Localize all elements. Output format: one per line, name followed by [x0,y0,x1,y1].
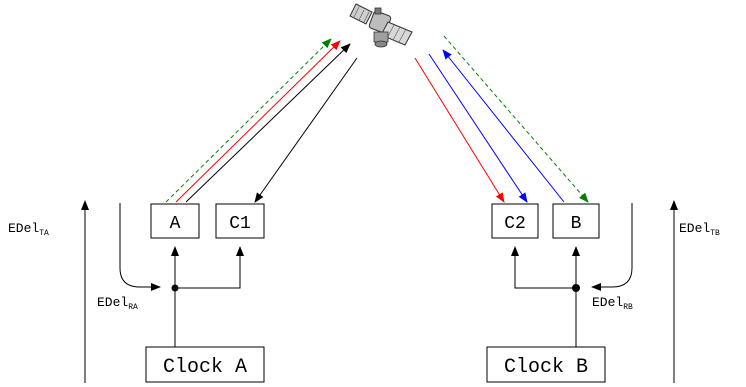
box-a-label: A [170,214,181,234]
label-edel-ra-base: EDel [97,295,128,310]
label-edel-tb-sub: TB [710,229,720,238]
delay-rb-arc [591,203,633,291]
label-edel-rb: EDelRB [592,295,633,312]
link-a-uplink-green [165,38,332,203]
label-edel-rb-base: EDel [592,295,623,310]
wire-to-c1 [175,246,244,289]
link-b-uplink-blue [442,49,565,203]
satellite-icon [349,3,413,48]
label-edel-ta: EDelTA [8,221,49,238]
box-a: A [150,203,200,239]
box-c1: C1 [215,203,265,239]
wire-to-c2 [511,246,576,289]
label-edel-ta-base: EDel [8,221,39,236]
box-b: B [552,203,600,239]
label-edel-ra-sub: RA [128,303,138,312]
label-edel-tb: EDelTB [679,221,720,238]
box-c2-label: C2 [504,214,526,234]
label-edel-tb-base: EDel [679,221,710,236]
box-clock-a-label: Clock A [163,356,247,379]
label-edel-ra: EDelRA [97,295,138,312]
link-b-downlink-green [443,35,589,203]
box-c2: C2 [491,203,539,239]
junction-a [171,284,179,292]
label-edel-rb-sub: RB [623,303,633,312]
delay-ra-arc [119,203,161,291]
junction-b [572,284,580,292]
link-c1-downlink [254,57,358,203]
box-c1-label: C1 [229,214,251,234]
box-clock-b: Clock B [486,346,606,383]
link-a-uplink-red [175,40,341,203]
label-edel-ta-sub: TA [39,229,49,238]
box-clock-b-label: Clock B [504,356,588,379]
box-clock-a: Clock A [145,346,265,383]
link-a-uplink-black [185,43,351,203]
box-b-label: B [571,214,582,234]
link-c2-downlink-red [414,57,505,203]
link-c2-downlink-blue [428,53,528,203]
